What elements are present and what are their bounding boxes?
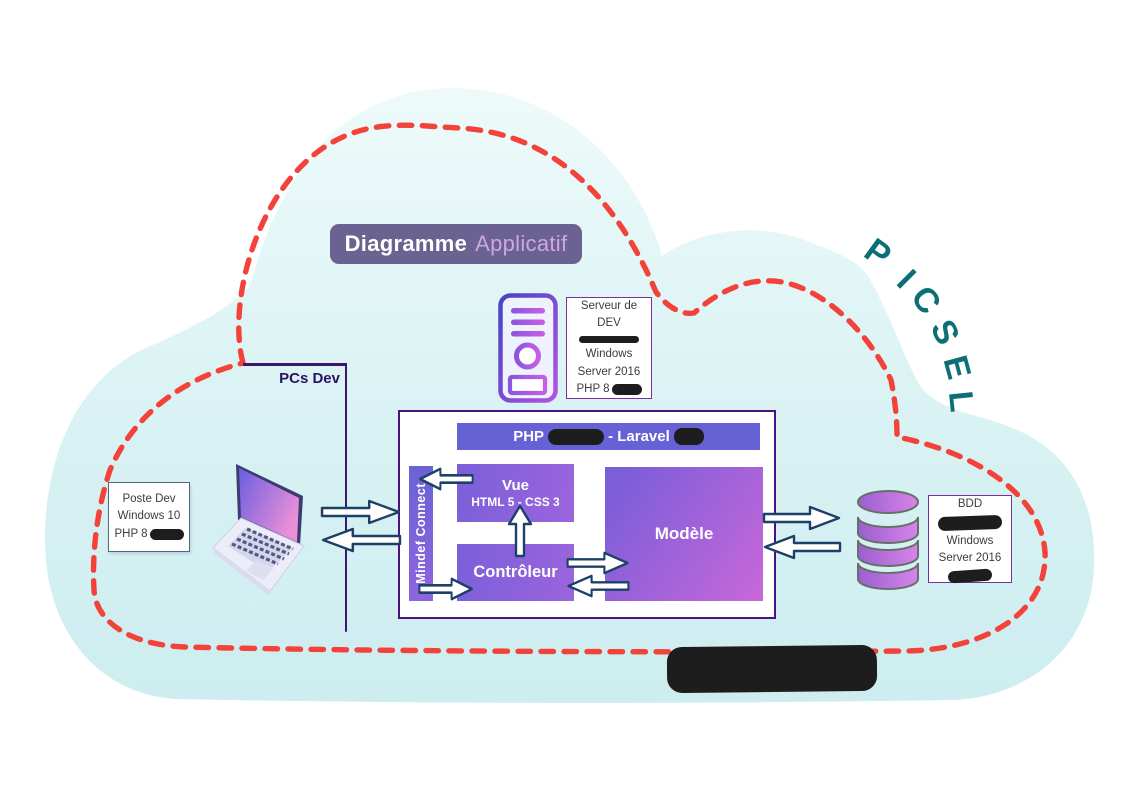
- arrow-laptop-to-app-icon: [320, 499, 401, 525]
- title-primary: Diagramme: [344, 231, 468, 256]
- server-name-line1: Serveur de: [580, 300, 638, 312]
- dev-server-icon: [498, 293, 558, 403]
- bdd-os-line1: Windows: [946, 534, 994, 547]
- pcs-dev-bracket-vertical: [344, 363, 348, 632]
- server-name-line2: DEV: [597, 317, 621, 330]
- bdd-title: BDD: [957, 498, 983, 510]
- framework-php-label: PHP: [513, 428, 545, 445]
- server-os-line2: Server 2016: [577, 365, 641, 378]
- mindef-connect-bar: Mindef Connect: [409, 466, 433, 601]
- redaction-mark: [548, 428, 605, 445]
- arrow-db-to-app-icon: [763, 534, 842, 560]
- poste-dev-php-version: PHP 8: [114, 527, 148, 540]
- model-label: Modèle: [654, 524, 714, 543]
- diagram-title-badge: Diagramme Applicatif: [330, 224, 582, 264]
- dev-server-label: Serveur de DEV Windows Server 2016 PHP 8: [566, 297, 652, 399]
- arrow-vue-to-mindef-icon: [419, 467, 474, 491]
- redaction-mark: [611, 383, 642, 395]
- pcs-dev-label: PCs Dev: [279, 370, 340, 387]
- redaction-mark: [947, 568, 993, 584]
- redaction-mark: [579, 335, 639, 344]
- vue-subtitle: HTML 5 - CSS 3: [471, 495, 560, 509]
- brand-letter: L: [940, 389, 981, 414]
- bdd-os-line2: Server 2016: [938, 552, 1002, 565]
- redaction-mark: [149, 528, 184, 540]
- server-os-line1: Windows: [585, 348, 633, 361]
- redaction-mark: [937, 515, 1003, 531]
- server-php-version: PHP 8: [576, 382, 610, 395]
- poste-dev-line1: Poste Dev: [122, 493, 176, 506]
- pcs-dev-bracket-horizontal: [243, 363, 347, 366]
- bdd-label: BDD Windows Server 2016: [928, 495, 1012, 584]
- framework-laravel-label: - Laravel: [608, 428, 670, 445]
- arrow-app-to-laptop-icon: [321, 527, 402, 553]
- vue-title: Vue: [502, 477, 529, 494]
- controller-label: Contrôleur: [473, 563, 558, 581]
- arrow-controller-to-vue-icon: [507, 504, 533, 558]
- database-icon: [857, 490, 919, 590]
- poste-dev-label: Poste Dev Windows 10 PHP 8: [108, 482, 190, 552]
- mindef-connect-label: Mindef Connect: [414, 483, 428, 584]
- model-box: Modèle: [605, 467, 763, 601]
- arrow-controller-to-model-icon: [566, 551, 629, 575]
- arrow-model-to-controller-icon: [567, 574, 630, 598]
- arrow-mindef-to-controller-icon: [418, 577, 473, 601]
- title-secondary: Applicatif: [475, 231, 568, 256]
- dev-laptop-icon: [212, 464, 305, 596]
- scope-dashed-outline: [90, 122, 1048, 655]
- redaction-mark-large: [666, 644, 878, 694]
- framework-header-bar: PHP - Laravel: [457, 423, 760, 450]
- poste-dev-line2: Windows 10: [117, 510, 181, 523]
- redaction-mark: [673, 428, 704, 445]
- arrow-app-to-db-icon: [762, 505, 841, 531]
